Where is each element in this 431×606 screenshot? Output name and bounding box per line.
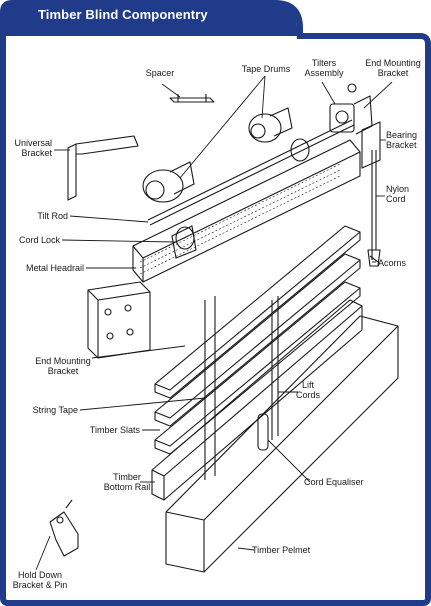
bottom-rail-shape [151,299,363,501]
label-hold-down-bracket-pin: Hold Down Bracket & Pin [12,570,68,590]
label-cord-lock: Cord Lock [18,235,60,245]
label-end-mounting-bracket-left: End Mounting Bracket [35,356,91,376]
tilter-assembly-shape [329,83,373,135]
nylon-cord-shape [371,150,377,260]
label-metal-headrail: Metal Headrail [25,263,84,273]
bearing-bracket-shape [361,121,381,169]
leader-lines [35,75,393,571]
label-end-mounting-bracket-top: End Mounting Bracket [365,58,421,78]
label-nylon-cord: Nylon Cord [386,184,410,204]
tape-drum-left [142,161,195,203]
label-lift-cords: Lift Cords [295,380,320,400]
acorn-shape [367,249,381,267]
label-spacer: Spacer [145,68,175,78]
universal-bracket-shape [67,135,139,201]
inner-panel [8,40,424,599]
label-bearing-bracket: Bearing Bracket [386,130,418,150]
title-tab-bg [3,3,297,36]
cord-lock-shape [171,225,197,259]
page-title: Timber Blind Componentry [38,7,208,22]
lift-cord-shape [271,296,279,440]
label-tilt-rod: Tilt Rod [37,211,68,221]
label-universal-bracket: Universal Bracket [14,138,52,158]
label-timber-pelmet: Timber Pelmet [252,545,311,555]
tape-drum-right [248,107,293,143]
tilt-rod-shape [147,119,355,226]
headrail-shape [132,139,361,283]
label-timber-slats: Timber Slats [89,425,140,435]
label-acorns: Acorns [378,258,407,268]
end-mounting-bracket-left-shape [87,281,151,359]
blind-illustration [49,83,399,573]
label-timber-bottom-rail: Timber Bottom Rail [103,472,151,492]
label-tilters-assembly: Tilters Assembly [304,58,344,78]
hold-down-bracket-shape [49,499,79,557]
pelmet-shape [165,315,399,573]
label-tape-drums: Tape Drums [241,64,291,74]
label-cord-equaliser: Cord Equaliser [304,477,364,487]
string-tape-shape [204,296,216,480]
label-string-tape: String Tape [32,405,78,415]
